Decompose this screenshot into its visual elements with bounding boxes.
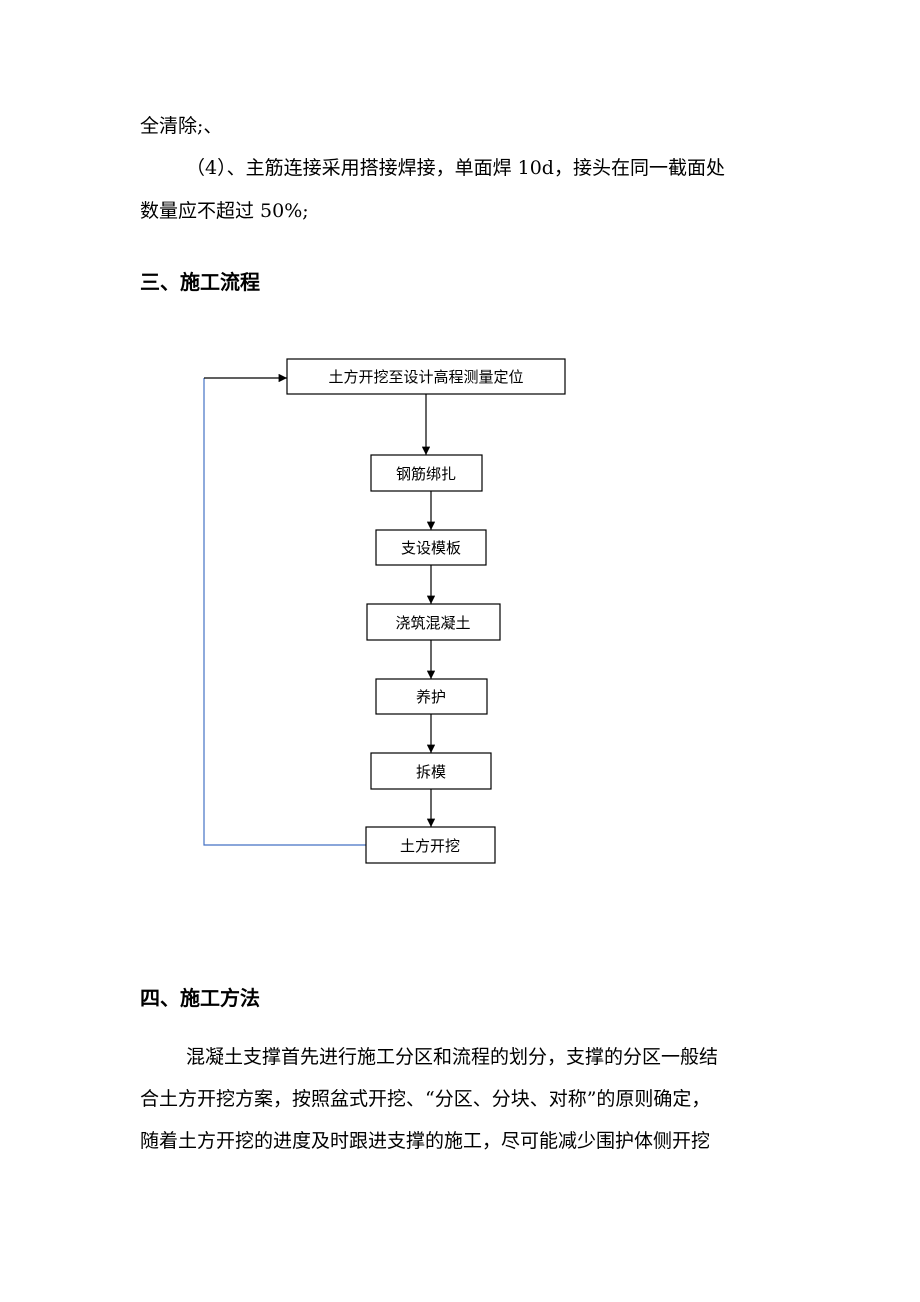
flow-step-6: 拆模	[370, 752, 492, 790]
flow-step-5: 养护	[375, 678, 488, 715]
flow-step-7-label: 土方开挖	[400, 837, 460, 855]
flow-step-6-label: 拆模	[416, 763, 446, 781]
text-line-2: （4）、主筋连接采用搭接焊接，单面焊 10d，接头在同一截面处	[186, 157, 725, 179]
text-line-1: 全清除;、	[140, 115, 223, 137]
flow-step-4: 浇筑混凝土	[366, 603, 501, 641]
flow-loop-line	[203, 378, 366, 846]
text-line-3: 数量应不超过 50%;	[140, 200, 309, 222]
method-line-3: 随着土方开挖的进度及时跟进支撑的施工，尽可能减少围护体侧开挖	[140, 1130, 711, 1152]
section-heading-flow: 三、施工流程	[140, 270, 260, 294]
flow-step-7: 土方开挖	[365, 826, 496, 864]
flow-step-2-label: 钢筋绑扎	[396, 465, 456, 483]
method-line-2: 合土方开挖方案，按照盆式开挖、“分区、分块、对称”的原则确定，	[140, 1088, 711, 1110]
flow-step-2: 钢筋绑扎	[370, 454, 483, 492]
flow-step-3: 支设模板	[375, 529, 487, 566]
method-line-1: 混凝土支撑首先进行施工分区和流程的划分，支撑的分区一般结	[186, 1046, 719, 1068]
flow-step-5-label: 养护	[416, 688, 446, 706]
section-heading-method: 四、施工方法	[140, 986, 260, 1010]
flow-step-1: 土方开挖至设计高程测量定位	[286, 358, 566, 395]
flow-step-3-label: 支设模板	[401, 539, 461, 557]
flow-step-4-label: 浇筑混凝土	[395, 614, 470, 632]
flow-step-1-label: 土方开挖至设计高程测量定位	[328, 368, 523, 386]
